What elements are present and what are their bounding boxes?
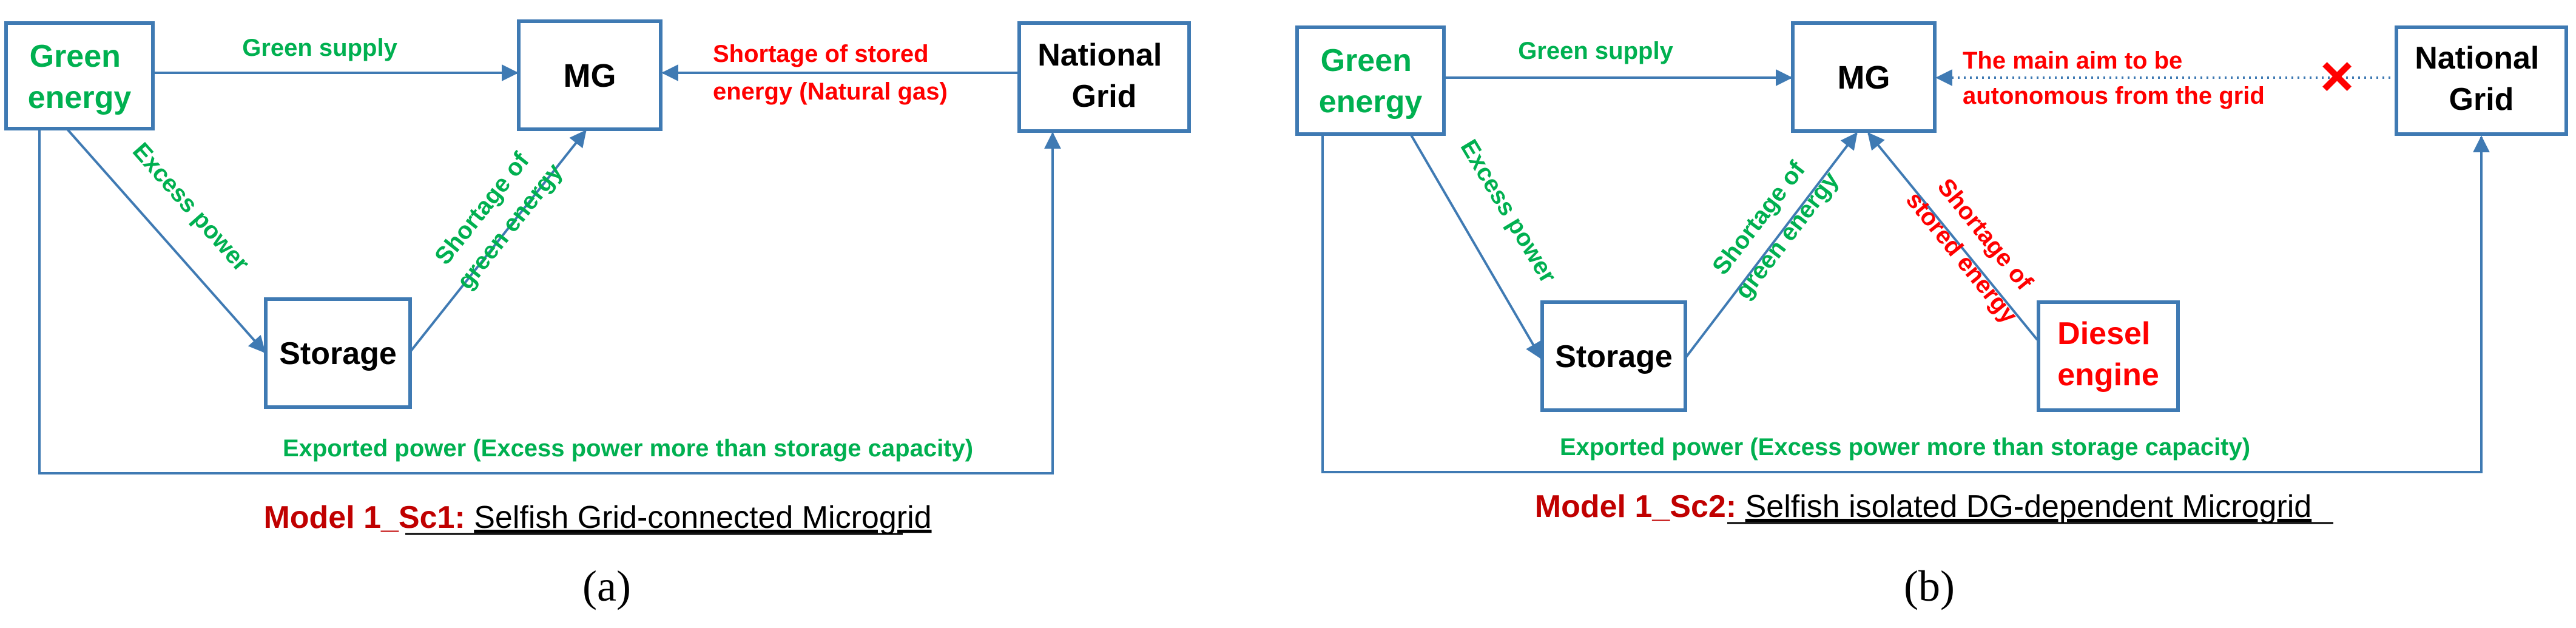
- node-national-grid-box: [1017, 21, 1191, 133]
- node-green-energy-label: Green energy: [28, 39, 132, 115]
- edge-excess-power: [66, 127, 266, 354]
- panel-a-caption: Model 1_Sc1: Selfish Grid-connected Micr…: [263, 500, 931, 535]
- node-diesel-engine-box: [2037, 300, 2180, 412]
- panel-b-letter: (b): [1904, 562, 1955, 610]
- node-diesel-engine-label: Diesel engine: [2057, 316, 2159, 393]
- panel-b: Green energy MG National Grid Storage Di…: [1295, 21, 2568, 610]
- panel-b-caption-title: Selfish isolated DG-dependent Microgrid: [1745, 489, 2312, 524]
- edge-main-aim-label: The main aim to be autonomous from the g…: [1963, 47, 2265, 109]
- node-national-grid-label: National Grid: [1037, 38, 1171, 114]
- edge-excess-power-label: Excess power: [127, 138, 255, 277]
- panel-a-letter: (a): [582, 562, 631, 610]
- panel-a-caption-prefix: Model 1_Sc1:: [263, 500, 465, 535]
- edge-exported-power-label: Exported power (Excess power more than s…: [1560, 434, 2250, 461]
- node-storage-label: Storage: [279, 336, 397, 371]
- edge-excess-power-label: Excess power: [1455, 135, 1562, 288]
- panel-b-caption-prefix: Model 1_Sc2:: [1535, 489, 1736, 524]
- node-mg-label: MG: [564, 58, 616, 94]
- node-green-energy-label: Green energy: [1319, 43, 1423, 120]
- edge-excess-power: [1409, 133, 1542, 360]
- node-storage-box: [264, 297, 412, 409]
- node-national-grid-box: [2395, 25, 2568, 136]
- panel-b-caption: Model 1_Sc2: Selfish isolated DG-depende…: [1535, 489, 2311, 524]
- node-storage-box: [1540, 300, 1687, 412]
- edge-exported-power-label: Exported power (Excess power more than s…: [283, 435, 973, 462]
- node-storage-label: Storage: [1555, 339, 1673, 374]
- node-green-energy-box: [4, 21, 155, 130]
- node-mg-box: [1791, 21, 1937, 133]
- edge-exported-power: [38, 129, 1061, 474]
- edge-green-supply-label: Green supply: [1518, 38, 1673, 64]
- edge-shortage-green-label: Shortage of green energy: [427, 138, 568, 294]
- node-national-grid-label: National Grid: [2415, 41, 2548, 117]
- panel-a: Green energy MG National Grid Storage Gr…: [4, 19, 1191, 610]
- edge-shortage-green-label: Shortage of green energy: [1704, 146, 1844, 304]
- edge-green-supply-label: Green supply: [242, 35, 397, 61]
- edge-shortage-green: [409, 129, 587, 353]
- edge-shortage-green: [1684, 132, 1858, 359]
- node-green-energy-box: [1295, 25, 1446, 136]
- edge-shortage-stored: [1867, 132, 2038, 341]
- edge-shortage-stored-label: Shortage of stored energy (Natural gas): [713, 41, 948, 105]
- node-mg-box: [517, 19, 663, 131]
- node-mg-label: MG: [1838, 59, 1890, 96]
- edge-shortage-stored-label: Shortage of stored energy: [1901, 166, 2048, 329]
- cross-icon: ×: [2320, 44, 2354, 109]
- edge-exported-power: [1321, 134, 2490, 473]
- panel-a-caption-title: Selfish Grid-connected Microgrid: [474, 500, 931, 535]
